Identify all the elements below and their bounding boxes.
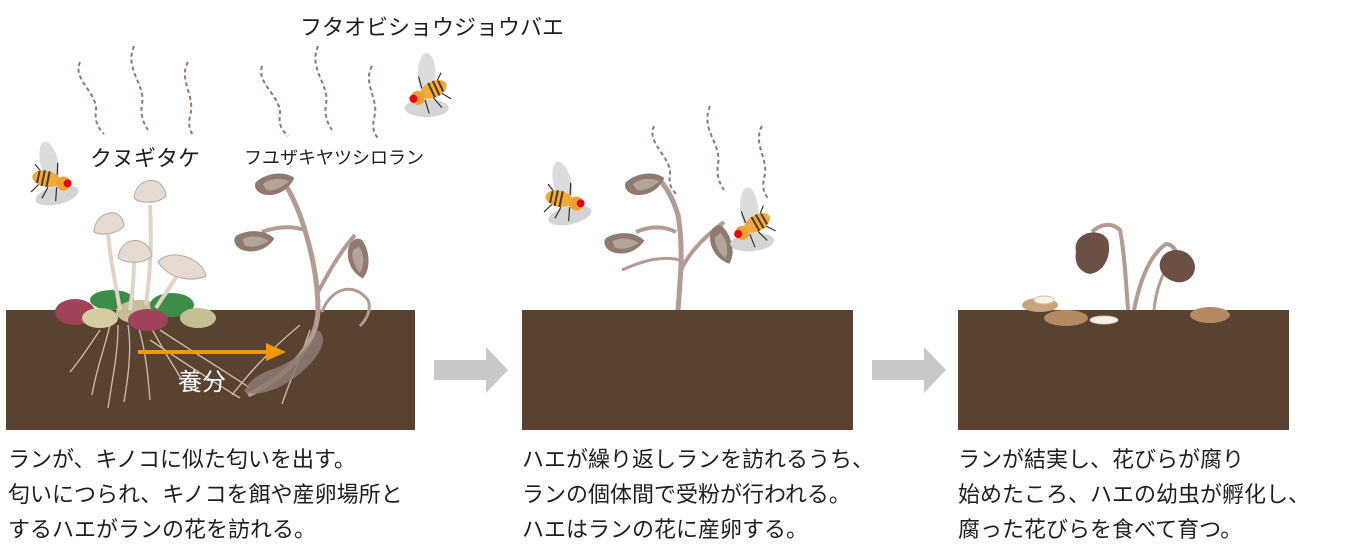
orchid-plant: [233, 168, 372, 398]
panel-2-scene: [522, 105, 853, 430]
fly-species-label: フタオビショウジョウバエ: [300, 16, 565, 41]
leaf-litter: [55, 290, 216, 331]
caption-step-2: ハエが繰り返しランを訪れるうち、 ランの個体間で受粉が行われる。 ハエはランの花…: [522, 443, 874, 548]
nutrient-arrow: [138, 343, 286, 361]
soil-panel-1: [6, 310, 415, 430]
panel-3-scene: [958, 223, 1289, 430]
soil-panel-2: [522, 310, 853, 430]
wilted-orchid: [1075, 223, 1195, 311]
scent-lines-orchid: [651, 105, 769, 199]
caption-line: ハエはランの花に産卵する。: [522, 518, 809, 543]
caption-line: ランの個体間で受粉が行われる。: [522, 483, 851, 508]
scent-lines-orchid: [260, 45, 379, 139]
caption-line: 腐った花びらを食べて育つ。: [958, 518, 1243, 543]
orchid-plant: [603, 168, 739, 311]
caption-line: ランが、キノコに似た匂いを出す。: [8, 448, 356, 473]
next-step-arrow-1: [434, 347, 508, 393]
mushroom-cluster: [93, 180, 207, 311]
caption-line: ランが結実し、花びらが腐り: [958, 448, 1245, 473]
orchid-label: フユザキヤツシロラン: [244, 148, 424, 169]
caption-line: ハエが繰り返しランを訪れるうち、: [522, 448, 875, 473]
rotting-petals: [1022, 298, 1230, 326]
caption-step-1: ランが、キノコに似た匂いを出す。 匂いにつられ、キノコを餌や産卵場所と するハエ…: [8, 443, 403, 548]
fruit-fly-icon: [534, 155, 606, 239]
fruit-fly-icon: [21, 135, 93, 219]
caption-line: 匂いにつられ、キノコを餌や産卵場所と: [8, 483, 403, 508]
caption-line: するハエがランの花を訪れる。: [8, 518, 317, 543]
fly-larvae: [1033, 295, 1119, 325]
soil-panel-3: [958, 310, 1289, 430]
panel-1-scene: [6, 45, 464, 430]
caption-step-3: ランが結実し、花びらが腐り 始めたころ、ハエの幼虫が孵化し、 腐った花びらを食べ…: [958, 443, 1310, 548]
caption-line: 始めたころ、ハエの幼虫が孵化し、: [958, 483, 1311, 508]
fruit-fly-icon: [381, 45, 464, 135]
nutrient-label: 養分: [178, 368, 226, 396]
mushroom-label: クヌギタケ: [90, 147, 201, 172]
next-step-arrow-2: [872, 347, 946, 393]
scent-lines-mushroom: [77, 45, 195, 137]
